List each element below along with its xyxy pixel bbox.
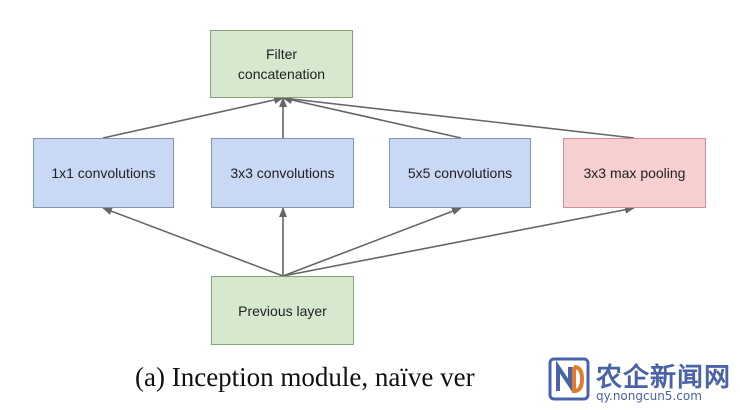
- watermark-url: qy.nongcun5.com: [596, 389, 702, 403]
- node-conv1-label: 1x1 convolutions: [51, 165, 156, 181]
- edge-prev-to-pool: [282, 205, 635, 277]
- edge-pool-to-filter: [282, 95, 635, 139]
- node-filter-label: Filter concatenation: [237, 46, 326, 82]
- node-previous-layer: Previous layer: [211, 276, 354, 345]
- node-3x3-convolutions: 3x3 convolutions: [211, 138, 354, 208]
- watermark: 农企新闻网 qy.nongcun5.com: [548, 355, 740, 410]
- figure-caption: (a) Inception module, naïve ver: [135, 362, 475, 392]
- node-5x5-convolutions: 5x5 convolutions: [389, 138, 531, 208]
- edge-prev-to-conv5: [282, 207, 462, 277]
- node-conv3-label: 3x3 convolutions: [230, 165, 335, 181]
- edge-conv1-to-filter: [102, 96, 284, 139]
- watermark-title: 农企新闻网: [596, 363, 732, 393]
- node-prev-label: Previous layer: [238, 302, 327, 319]
- edge-prev-to-conv1: [102, 207, 284, 277]
- watermark-logo-icon: [548, 357, 590, 401]
- node-1x1-convolutions: 1x1 convolutions: [33, 138, 174, 208]
- node-conv5-label: 5x5 convolutions: [407, 165, 513, 181]
- node-filter-concatenation: Filter concatenation: [210, 30, 353, 98]
- node-3x3-max-pooling: 3x3 max pooling: [563, 138, 706, 208]
- node-pool-label: 3x3 max pooling: [583, 165, 686, 181]
- edge-conv5-to-filter: [282, 96, 462, 139]
